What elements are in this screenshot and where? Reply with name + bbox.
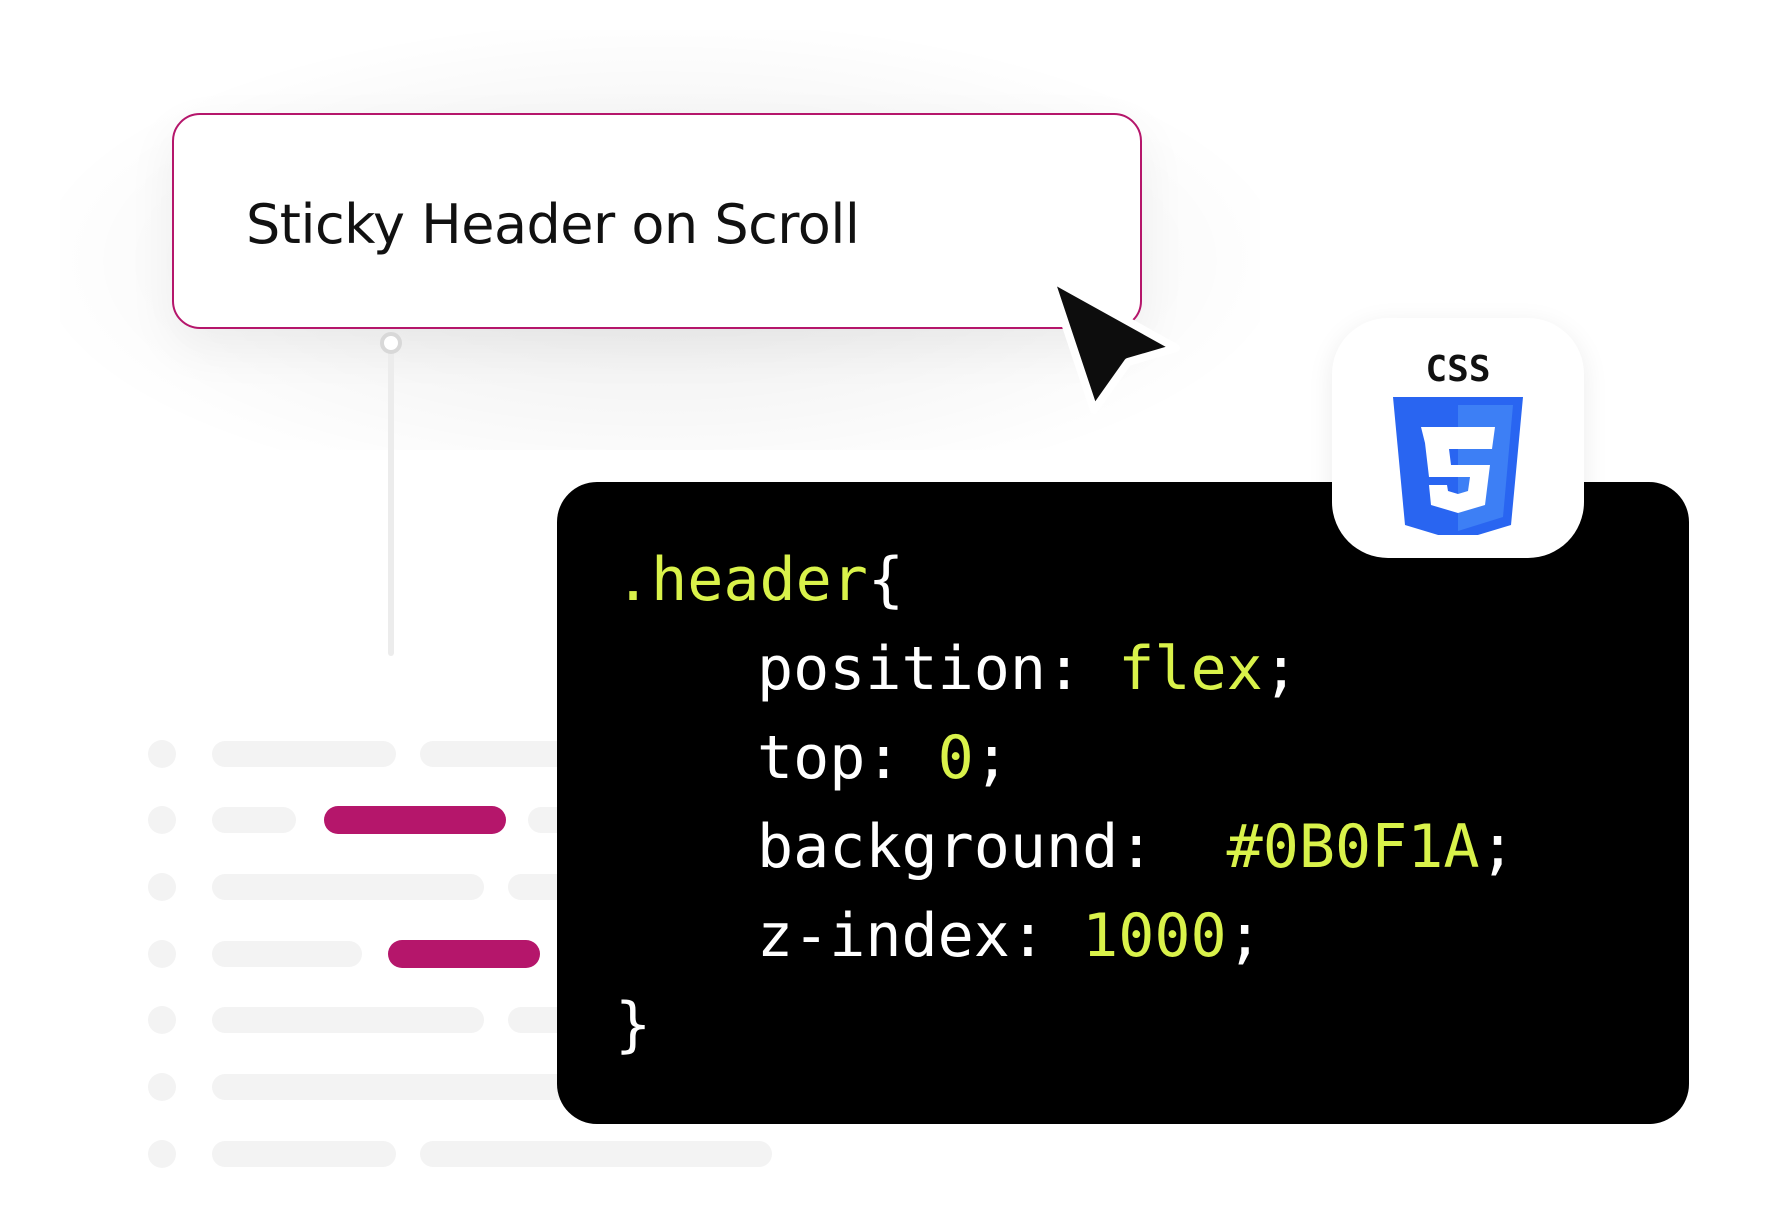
skeleton-bar (212, 1007, 484, 1033)
skeleton-dot (148, 740, 176, 768)
skeleton-dot (148, 1073, 176, 1101)
code-open-brace: { (867, 545, 904, 615)
skeleton-bar (212, 1141, 396, 1167)
skeleton-bar (212, 874, 484, 900)
code-value: flex (1118, 634, 1263, 704)
css-badge: CSS (1332, 318, 1584, 558)
code-close-brace: } (615, 990, 652, 1060)
code-property: top: (757, 723, 938, 793)
title-text: Sticky Header on Scroll (246, 193, 860, 256)
code-value: 0 (937, 723, 974, 793)
css3-shield-icon: CSS (1393, 349, 1523, 535)
code-value: 1000 (1082, 901, 1227, 971)
skeleton-bar (212, 807, 296, 833)
code-line-4: background: #0B0F1A; (757, 817, 1516, 877)
code-value: #0B0F1A (1226, 812, 1480, 882)
code-selector: .header (615, 545, 868, 615)
code-line-6: } (615, 995, 651, 1055)
skeleton-bar (420, 1141, 772, 1167)
skeleton-dot (148, 940, 176, 968)
connector-dot (380, 332, 402, 354)
code-line-2: position: flex; (757, 639, 1299, 699)
code-line-5: z-index: 1000; (757, 906, 1263, 966)
cursor-arrow-icon (1030, 262, 1200, 436)
code-semicolon: ; (973, 723, 1010, 793)
connector-line (388, 340, 394, 656)
skeleton-dot (148, 1006, 176, 1034)
code-line-3: top: 0; (757, 728, 1010, 788)
skeleton-highlight-bar (388, 940, 540, 968)
skeleton-dot (148, 806, 176, 834)
code-semicolon: ; (1479, 812, 1516, 882)
code-semicolon: ; (1262, 634, 1299, 704)
code-property: background: (757, 812, 1227, 882)
title-card[interactable]: Sticky Header on Scroll (172, 113, 1142, 329)
css-badge-label: CSS (1425, 349, 1490, 390)
code-line-1: .header{ (615, 550, 904, 610)
code-semicolon: ; (1226, 901, 1263, 971)
skeleton-bar (212, 941, 362, 967)
code-property: z-index: (757, 901, 1083, 971)
skeleton-dot (148, 873, 176, 901)
code-panel: .header{ position: flex; top: 0; backgro… (557, 482, 1689, 1124)
skeleton-highlight-bar (324, 806, 506, 834)
code-property: position: (757, 634, 1119, 704)
skeleton-dot (148, 1140, 176, 1168)
skeleton-bar (212, 741, 396, 767)
